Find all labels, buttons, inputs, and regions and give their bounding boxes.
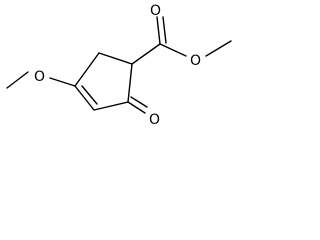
bond-ring-c1-c5 [93,101,129,111]
bond-ring-c4-o-methoxy [49,77,76,87]
atom-label-ketone-oxygen: O [149,112,160,128]
bond-ring-c4-c3 [74,52,100,87]
bond-ring-c5-c4-double [81,85,98,105]
bond-ring-c3-c2 [98,52,133,65]
structure-diagram: O O O O [6,3,232,128]
bond-ester-c-o-carbonyl-double [162,16,167,44]
bond-ester-o-methyl [205,40,232,57]
atom-label-ester-carbonyl-oxygen: O [150,3,161,19]
bond-ring-c5-c4 [74,85,95,111]
bond-ketone-c-o [127,101,146,114]
bond-ester-c-o-single [159,43,187,57]
bond-ring-c2-c1 [127,63,133,103]
bond-ketone-c-o-double [130,96,148,108]
bond-ring-c2-ester-c [131,43,161,65]
atom-label-ester-single-oxygen: O [190,53,201,69]
bond-methoxy-o-methyl [6,71,29,89]
bond-ester-c-o-carbonyl [156,16,161,45]
atom-label-methoxy-oxygen: O [34,69,45,85]
